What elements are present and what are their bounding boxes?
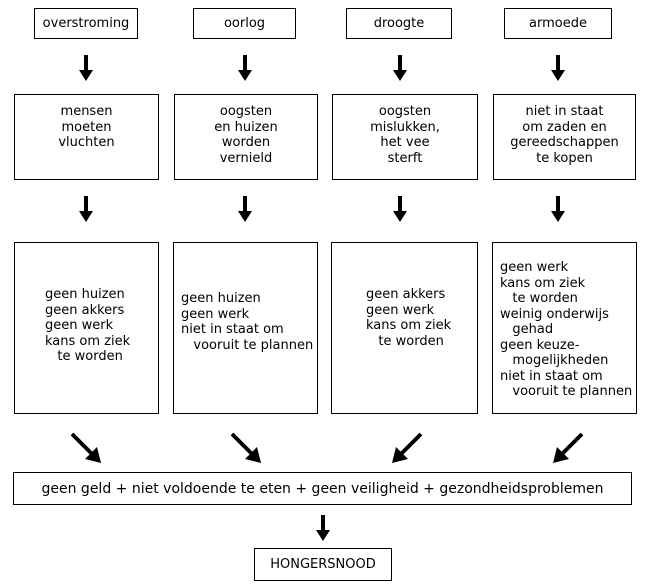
cause-label: armoede	[529, 16, 587, 31]
arrow-down-left-icon	[553, 432, 584, 463]
arrow-down-icon	[316, 515, 330, 541]
consequences-text: geen huizen geen akkers geen werk kans o…	[45, 287, 131, 364]
cause-label: droogte	[373, 16, 425, 31]
arrow-down-icon	[393, 196, 407, 222]
cause-box-oorlog: oorlog	[193, 8, 296, 39]
cause-box-armoede: armoede	[504, 8, 612, 39]
arrow-down-icon	[551, 55, 565, 81]
arrow-down-icon	[551, 196, 565, 222]
result-box: HONGERSNOOD	[254, 548, 392, 581]
arrow-down-left-icon	[392, 432, 423, 463]
arrow-down-icon	[79, 196, 93, 222]
cause-box-overstroming: overstroming	[34, 8, 138, 39]
cause-label: oorlog	[223, 16, 266, 31]
arrow-down-right-icon	[70, 432, 101, 463]
result-text: HONGERSNOOD	[270, 557, 376, 572]
effect-box-overstroming: mensen moeten vluchten	[14, 94, 159, 180]
consequences-text: geen akkers geen werk kans om ziek te wo…	[366, 287, 452, 349]
effect-text: mensen moeten vluchten	[58, 104, 115, 150]
effect-box-oorlog: oogsten en huizen worden vernield	[174, 94, 318, 180]
combined-problems-text: geen geld + niet voldoende te eten + gee…	[41, 480, 604, 497]
effect-text: oogsten en huizen worden vernield	[214, 104, 278, 166]
arrow-down-icon	[79, 55, 93, 81]
effect-box-armoede: niet in staat om zaden en gereedschappen…	[493, 94, 636, 180]
effect-box-droogte: oogsten mislukken, het vee sterft	[332, 94, 478, 180]
consequences-box-oorlog: geen huizen geen werk niet in staat om v…	[173, 242, 318, 414]
consequences-box-overstroming: geen huizen geen akkers geen werk kans o…	[14, 242, 159, 414]
arrow-down-icon	[393, 55, 407, 81]
consequences-box-droogte: geen akkers geen werk kans om ziek te wo…	[331, 242, 478, 414]
combined-problems-box: geen geld + niet voldoende te eten + gee…	[13, 472, 632, 505]
arrow-down-right-icon	[230, 432, 261, 463]
consequences-text: geen huizen geen werk niet in staat om v…	[181, 291, 314, 353]
effect-text: oogsten mislukken, het vee sterft	[370, 104, 440, 166]
cause-box-droogte: droogte	[346, 8, 452, 39]
consequences-box-armoede: geen werk kans om ziek te worden weinig …	[492, 242, 637, 414]
effect-text: niet in staat om zaden en gereedschappen…	[510, 104, 619, 166]
arrow-down-icon	[238, 196, 252, 222]
cause-label: overstroming	[42, 16, 130, 31]
consequences-text: geen werk kans om ziek te worden weinig …	[500, 260, 633, 399]
arrow-down-icon	[238, 55, 252, 81]
